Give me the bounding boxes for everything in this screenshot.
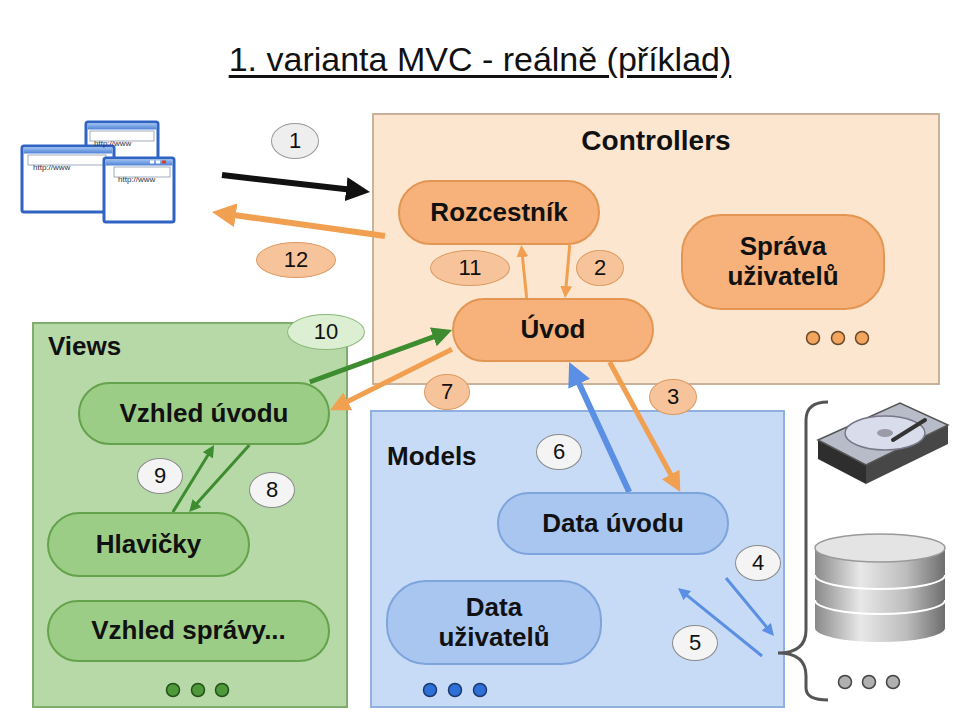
callout-number: 9 (154, 465, 166, 487)
window-button (162, 161, 166, 164)
storage-bracket (778, 402, 828, 700)
window-button (150, 161, 154, 164)
window-bar (106, 160, 173, 166)
more-dot (807, 332, 820, 345)
callout-bubble: 2 (576, 250, 624, 286)
cylinder-bottom (815, 614, 945, 642)
layer-region: ViewsVzhled úvoduHlavičkyVzhled správy..… (32, 322, 348, 708)
browser-window (104, 158, 174, 222)
cylinder-band (815, 575, 945, 589)
callout-bubble: 10 (287, 314, 365, 350)
callout-bubble: 12 (256, 242, 336, 278)
more-dot (887, 676, 900, 689)
window-bar (24, 148, 113, 154)
callout-number: 7 (441, 381, 453, 403)
address-text: http://www (118, 175, 155, 184)
browser-icon (22, 122, 174, 222)
page-title: 1. varianta MVC - reálně (příklad) (229, 40, 732, 78)
flow-arrow (576, 377, 629, 492)
callout-bubble: 7 (424, 374, 470, 410)
component-box: Data uživatelů (386, 580, 602, 665)
component-box: Hlavičky (47, 512, 250, 577)
more-dot (192, 684, 205, 697)
region-heading: Views (48, 332, 121, 362)
callout-bubble: 11 (430, 250, 510, 286)
flow-arrow (195, 445, 250, 506)
callout-bubble: 4 (735, 545, 781, 581)
callout-bubble: 9 (137, 458, 183, 494)
more-dot (832, 332, 845, 345)
more-dot (449, 684, 462, 697)
component-name: Data uživatelů (412, 593, 576, 653)
callout-number: 12 (284, 249, 308, 271)
component-box: Rozcestník (398, 180, 600, 245)
component-box: Vzhled správy... (47, 600, 330, 662)
title-holder: 1. varianta MVC - reálně (příklad) (0, 40, 960, 79)
callout-number: 6 (553, 441, 565, 463)
component-box: Úvod (452, 298, 654, 362)
callout-number: 8 (266, 479, 278, 501)
window-bar (88, 124, 157, 130)
component-box: Data úvodu (497, 492, 729, 555)
hard-disk-icon (818, 403, 948, 484)
component-box: Správa uživatelů (681, 214, 885, 310)
component-name: Data úvodu (542, 509, 684, 539)
address-text: http://www (33, 163, 70, 172)
component-name: Hlavičky (96, 530, 202, 560)
address-text-holder: http://www (33, 156, 70, 174)
callout-bubble: 6 (536, 434, 582, 470)
callout-bubble: 3 (649, 379, 697, 415)
browser-window (22, 146, 114, 212)
disk-top (818, 403, 948, 465)
cylinder-top (815, 534, 945, 562)
flow-arrow (522, 253, 527, 298)
address-text: http://www (94, 139, 131, 148)
disk-platter (845, 416, 925, 450)
database-icon (815, 534, 945, 642)
component-name: Rozcestník (430, 198, 567, 228)
callout-bubble: 5 (672, 625, 718, 661)
request-arrow (222, 175, 353, 190)
more-dot (863, 676, 876, 689)
callout-number: 10 (314, 321, 338, 343)
component-box: Vzhled úvodu (78, 382, 330, 445)
more-dot (856, 332, 869, 345)
callout-number: 2 (594, 257, 606, 279)
flow-arrow (566, 245, 570, 290)
disk-spindle (877, 429, 893, 437)
callout-bubble: 8 (249, 472, 295, 508)
callout-number: 1 (289, 130, 301, 152)
more-dot (216, 684, 229, 697)
component-name: Správa uživatelů (703, 232, 863, 292)
cylinder-band (815, 600, 945, 614)
more-dot (424, 684, 437, 697)
disk-arm (893, 420, 925, 440)
layer-region: ControllersRozcestníkSpráva uživatelůÚvo… (372, 113, 940, 385)
region-heading: Controllers (581, 125, 730, 157)
address-text-holder: http://www (94, 132, 131, 150)
component-name: Úvod (521, 315, 586, 345)
component-name: Vzhled úvodu (120, 399, 289, 429)
address-text-holder: http://www (118, 168, 155, 186)
callout-number: 5 (689, 632, 701, 654)
response-arrow (229, 214, 385, 236)
callout-bubble: 1 (271, 123, 319, 159)
query-arrow (726, 578, 769, 630)
callout-number: 3 (667, 386, 679, 408)
window-button (156, 161, 160, 164)
more-dot (167, 684, 180, 697)
more-dot (474, 684, 487, 697)
callout-number: 11 (459, 257, 482, 279)
component-name: Vzhled správy... (91, 616, 286, 646)
callout-number: 4 (752, 552, 764, 574)
region-heading: Models (387, 442, 477, 472)
more-dot (839, 676, 852, 689)
